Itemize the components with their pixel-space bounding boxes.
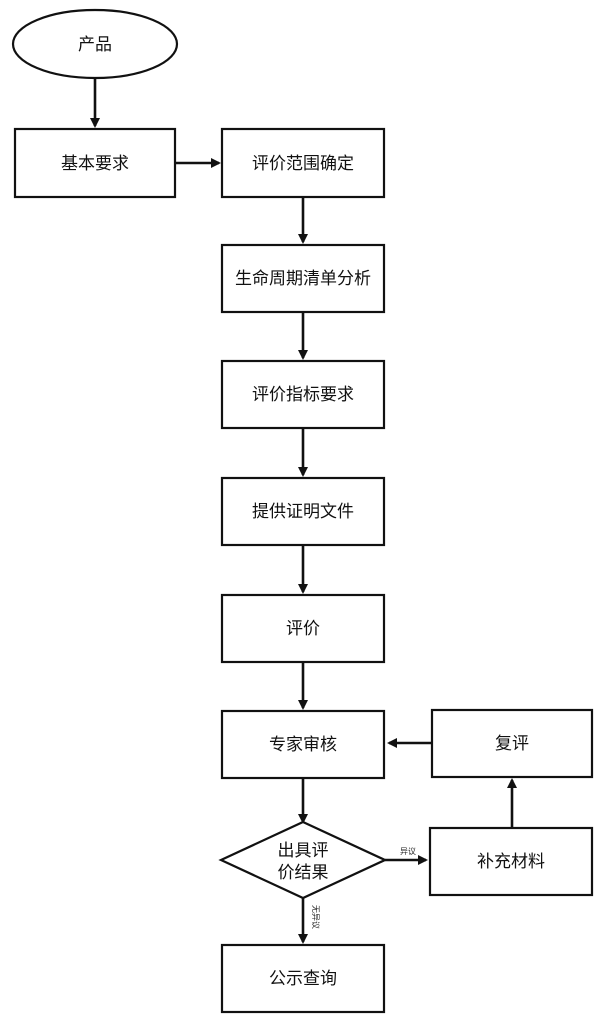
node-scope-definition-label: 评价范围确定 bbox=[252, 154, 354, 174]
node-issue-result: 出具评 价结果 bbox=[218, 820, 388, 900]
node-product-label: 产品 bbox=[78, 35, 112, 55]
node-provide-evidence-label: 提供证明文件 bbox=[252, 502, 354, 522]
node-re-evaluation: 复评 bbox=[430, 708, 594, 779]
node-issue-result-label-line1: 出具评 bbox=[278, 841, 329, 861]
node-expert-review: 专家审核 bbox=[220, 709, 386, 780]
node-evaluation: 评价 bbox=[220, 593, 386, 664]
node-issue-result-label-line2: 价结果 bbox=[278, 863, 329, 883]
node-supplement-materials-label: 补充材料 bbox=[477, 852, 545, 872]
node-indicator-requirements: 评价指标要求 bbox=[220, 359, 386, 430]
node-re-evaluation-label: 复评 bbox=[495, 734, 529, 754]
node-public-query: 公示查询 bbox=[220, 943, 386, 1014]
node-public-query-label: 公示查询 bbox=[269, 969, 337, 989]
node-product: 产品 bbox=[11, 8, 179, 80]
node-basic-requirements: 基本要求 bbox=[13, 127, 177, 199]
edge-label-objection: 异议 bbox=[400, 847, 416, 856]
edges bbox=[90, 78, 517, 944]
node-lifecycle-inventory: 生命周期清单分析 bbox=[220, 243, 386, 314]
node-provide-evidence: 提供证明文件 bbox=[220, 476, 386, 547]
node-indicator-requirements-label: 评价指标要求 bbox=[252, 385, 354, 405]
node-expert-review-label: 专家审核 bbox=[269, 735, 337, 755]
node-lifecycle-inventory-label: 生命周期清单分析 bbox=[235, 269, 371, 289]
node-supplement-materials: 补充材料 bbox=[428, 826, 594, 897]
node-scope-definition: 评价范围确定 bbox=[220, 127, 386, 199]
node-evaluation-label: 评价 bbox=[286, 619, 320, 639]
node-basic-requirements-label: 基本要求 bbox=[61, 154, 129, 174]
edge-label-no-objection: 无异议 bbox=[311, 905, 320, 929]
